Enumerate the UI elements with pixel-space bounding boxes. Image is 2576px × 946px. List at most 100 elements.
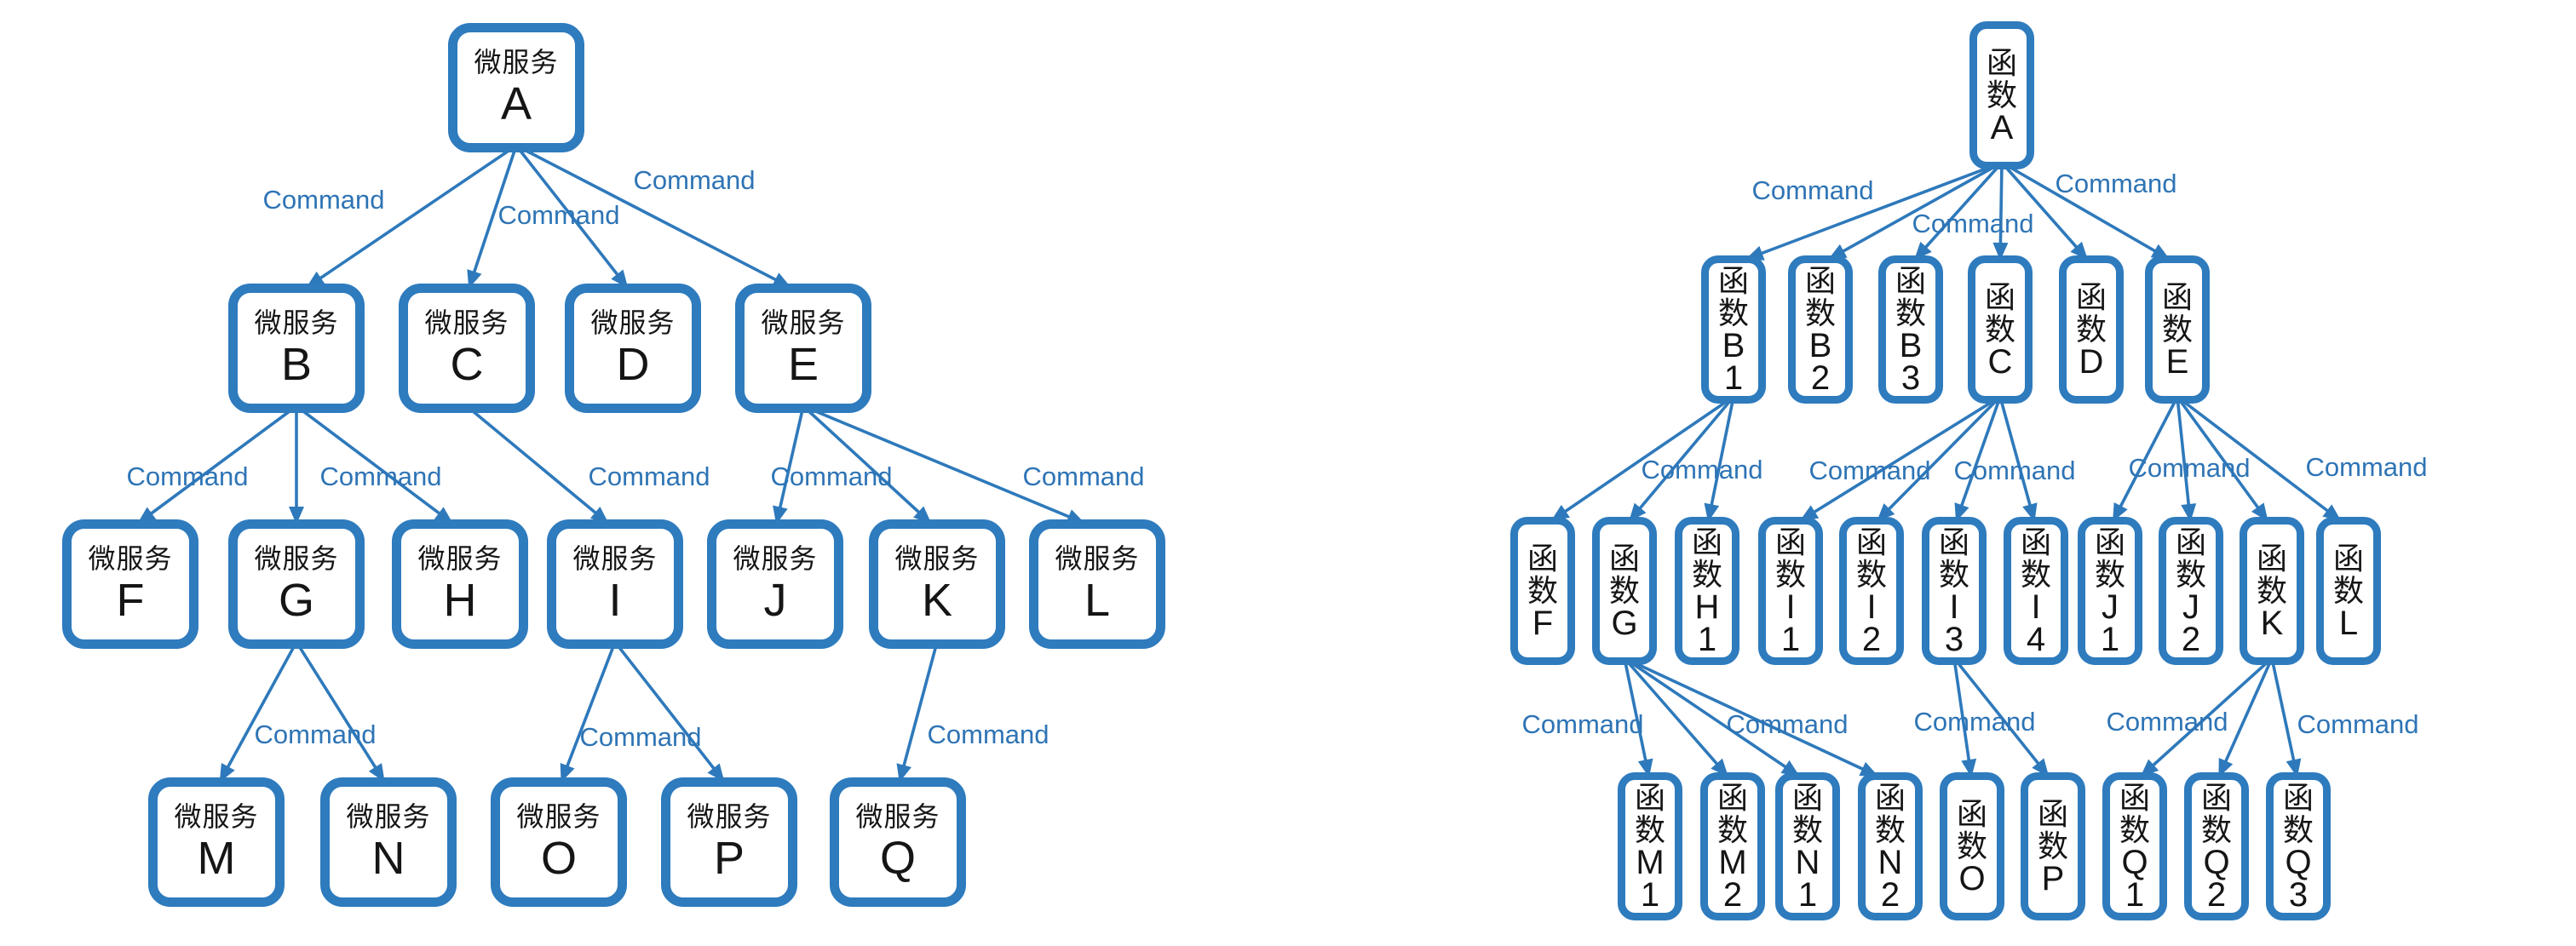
edge-C-I1 (1799, 395, 2001, 522)
node-prefix-label: 微服务 (733, 542, 818, 574)
node-id-char: C (1987, 342, 2013, 381)
node-prefix-char: 函 (2037, 796, 2068, 832)
node-id-char: 1 (1723, 358, 1744, 397)
edge-label: Command (2128, 453, 2251, 483)
edge-label: Command (1808, 456, 1931, 485)
node-id-char: F (1532, 604, 1554, 642)
edge-E-J (773, 405, 805, 525)
edge-label: Command (262, 185, 385, 215)
edge-label: Command (126, 462, 249, 491)
node-id-char: 4 (2026, 620, 2046, 658)
node-prefix-label: 微服务 (254, 542, 339, 574)
node-prefix-char: 数 (1774, 557, 1806, 592)
node-prefix-char: 数 (1634, 812, 1665, 847)
node-prefix-char: 函 (2200, 780, 2232, 816)
node-prefix-label: 微服务 (88, 542, 173, 574)
edge-label: Command (2106, 707, 2228, 737)
node-prefix-char: 函 (1986, 45, 2017, 81)
node-id-char: Q (2285, 843, 2312, 881)
edge-I-O (560, 641, 617, 783)
node-id-char: N (1795, 843, 1820, 881)
node-prefix-char: 数 (2094, 557, 2125, 592)
node-prefix-char: 函 (1874, 780, 1906, 816)
node-prefix-char: 函 (2282, 780, 2314, 816)
node-id-char: Q (2121, 843, 2148, 881)
node-prefix-char: 数 (1938, 557, 1969, 592)
edge-E-J1 (2112, 396, 2179, 522)
edge-E-L (2176, 395, 2342, 522)
node-id-char: E (2165, 342, 2189, 381)
edge-K-Q1 (2140, 656, 2274, 777)
node-id-char: I (2031, 588, 2041, 626)
node-id-char: 2 (1880, 875, 1900, 914)
edge-label: Command (588, 462, 710, 491)
edge-G-M (219, 641, 298, 783)
edge-label: Command (497, 200, 620, 230)
node-id-char: 1 (1640, 875, 1660, 914)
edge-C-I4 (1998, 396, 2038, 522)
node-id-char: I (1785, 588, 1796, 626)
node-id-char: K (2260, 604, 2284, 642)
node-id-char: B (1808, 326, 1832, 364)
edge-label: Command (579, 722, 702, 752)
node-letter-label: P (713, 832, 745, 884)
node-prefix-char: 函 (1717, 263, 1749, 299)
edge-G-M1 (1623, 657, 1653, 777)
edge-label: Command (2297, 709, 2419, 739)
node-id-char: 1 (1697, 620, 1717, 658)
node-prefix-char: 数 (2256, 573, 2287, 608)
edge-B1-F (1550, 395, 1735, 522)
node-prefix-char: 函 (2256, 541, 2287, 576)
edge-label: Command (770, 462, 893, 491)
edge-label: Command (927, 720, 1049, 749)
node-id-char: M (1636, 843, 1665, 881)
edge-label: Command (1953, 456, 2076, 485)
node-prefix-char: 数 (2020, 557, 2051, 592)
node-prefix-char: 函 (1716, 780, 1748, 816)
node-prefix-char: 数 (1717, 295, 1749, 330)
node-prefix-char: 数 (1527, 573, 1558, 608)
node-prefix-char: 函 (1774, 525, 1806, 560)
node-prefix-char: 函 (2175, 525, 2206, 560)
node-prefix-char: 函 (1895, 263, 1926, 299)
node-prefix-char: 函 (1804, 263, 1836, 299)
edge-A-E (2001, 161, 2171, 261)
node-prefix-label: 微服务 (855, 800, 940, 832)
node-prefix-char: 函 (1791, 780, 1823, 816)
node-id-char: 2 (2206, 875, 2227, 914)
node-prefix-label: 微服务 (761, 307, 846, 338)
node-prefix-char: 函 (1608, 541, 1640, 576)
node-id-char: 1 (1797, 875, 1818, 914)
node-prefix-char: 函 (2075, 279, 2107, 315)
edge-G-M2 (1623, 656, 1729, 777)
node-id-char: 1 (2100, 620, 2120, 658)
edge-K-Q2 (2217, 657, 2274, 777)
node-prefix-char: 函 (1527, 541, 1558, 576)
edge-A-D (515, 144, 629, 289)
node-prefix-char: 数 (1874, 812, 1906, 847)
node-id-char: J (2102, 588, 2119, 626)
edge-E-L (802, 404, 1085, 525)
edge-K-Q3 (2270, 657, 2302, 777)
node-prefix-label: 微服务 (894, 542, 980, 574)
node-letter-label: H (443, 574, 477, 626)
edge-E-J2 (2176, 396, 2197, 522)
